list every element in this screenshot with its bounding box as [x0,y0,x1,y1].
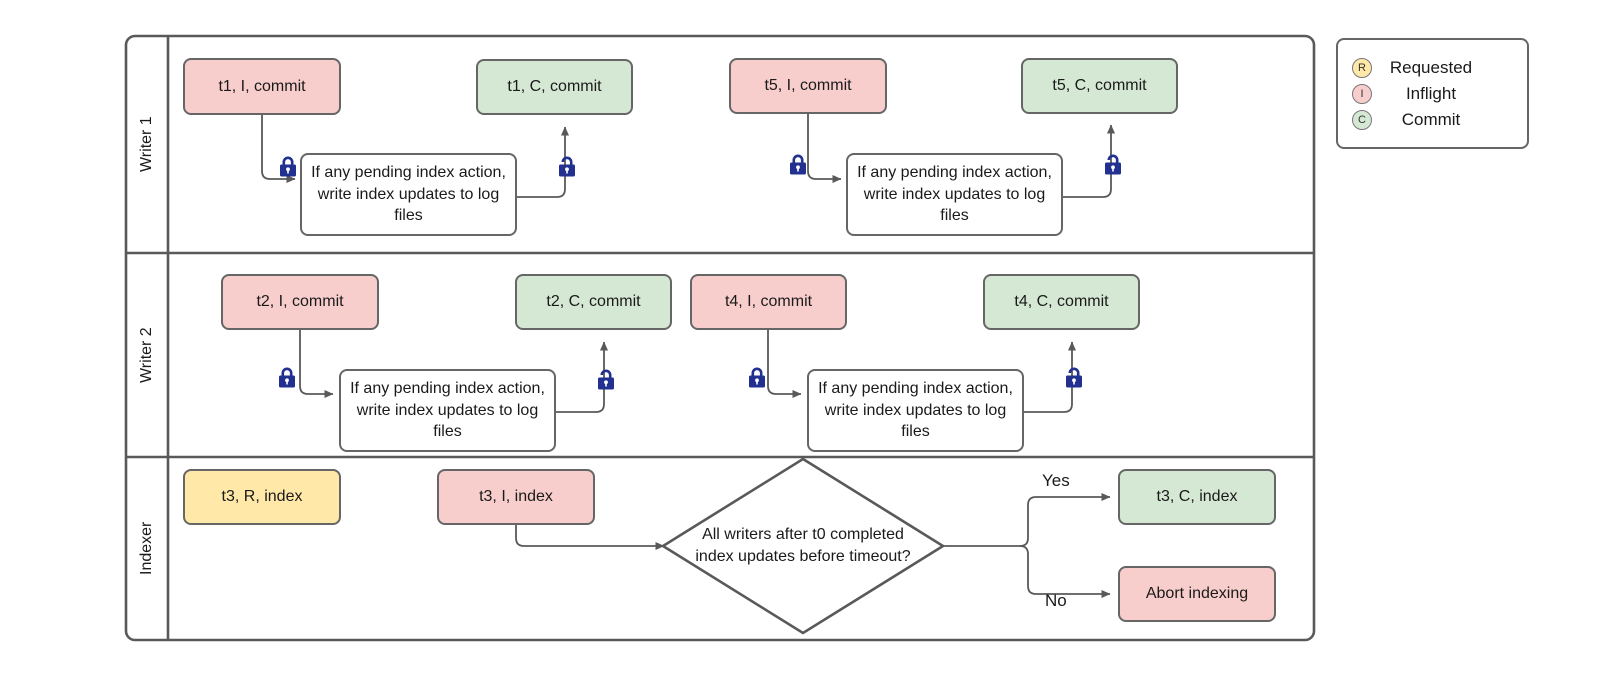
node-t5-inflight-commit[interactable]: t5, I, commit [729,58,887,114]
legend-item-inflight[interactable]: I Inflight [1352,81,1490,107]
lock-closed-icon [280,156,296,177]
legend-label: Commit [1401,110,1461,129]
legend-code: I [1360,87,1364,100]
edge-label-no: No [1045,591,1067,611]
node-label: t5, C, commit [1052,77,1147,95]
node-t5-commit-commit[interactable]: t5, C, commit [1021,58,1178,114]
node-abort-indexing[interactable]: Abort indexing [1118,566,1276,622]
node-t3-inflight-index[interactable]: t3, I, index [437,469,595,525]
lock-open-icon [1105,154,1121,175]
node-label: If any pending index action, write index… [311,164,506,225]
node-t1-commit-commit[interactable]: t1, C, commit [476,59,633,115]
node-label: t3, I, index [479,488,553,506]
writer2-edges-b [767,330,1076,413]
swimlane-frame [124,34,1316,642]
node-label: If any pending index action, write index… [857,164,1052,225]
legend-label: Requested [1389,58,1473,77]
node-label: t2, I, commit [256,293,344,311]
writer1-edges-b [807,113,1115,198]
lane-label-text: Writer 1 [138,116,155,173]
node-label: t3, R, index [221,488,303,506]
node-label: t4, C, commit [1014,293,1109,311]
node-label: t3, C, index [1156,488,1238,506]
lane-label-text: Writer 2 [138,327,155,383]
decision-diamond-shape [660,457,946,635]
node-t2-commit-commit[interactable]: t2, C, commit [515,274,672,330]
status-commit-icon: C [1352,110,1372,130]
decision-label: All writers after t0 completed index upd… [695,525,911,565]
lock-open-icon [1066,367,1082,388]
node-label: If any pending index action, write index… [818,380,1013,441]
status-requested-icon: R [1352,58,1372,78]
legend-item-requested[interactable]: R Requested [1352,55,1490,81]
node-writer2-index-flush-a[interactable]: If any pending index action, write index… [339,369,556,452]
writer1-edges-a [261,115,569,198]
lane-label-text: Indexer [138,521,155,576]
lane-label-writer-2: Writer 2 [126,253,168,457]
lock-closed-icon [790,154,806,175]
edge-label-text: Yes [1042,471,1070,490]
node-t3-commit-index[interactable]: t3, C, index [1118,469,1276,525]
legend-item-commit[interactable]: C Commit [1352,107,1490,133]
node-label: Abort indexing [1145,585,1249,603]
node-t2-inflight-commit[interactable]: t2, I, commit [221,274,379,330]
edge-label-text: No [1045,591,1067,610]
edge-label-yes: Yes [1042,471,1070,491]
lock-open-icon [598,369,614,390]
node-label: t2, C, commit [546,293,641,311]
lock-closed-icon [279,367,295,388]
node-writer1-index-flush-a[interactable]: If any pending index action, write index… [300,153,517,236]
node-writer1-index-flush-b[interactable]: If any pending index action, write index… [846,153,1063,236]
node-t3-requested-index[interactable]: t3, R, index [183,469,341,525]
node-label: t1, I, commit [218,77,306,95]
lane-label-indexer: Indexer [126,457,168,640]
lane-label-writer-1: Writer 1 [126,36,168,253]
writer2-edges-a [299,330,608,413]
node-t4-inflight-commit[interactable]: t4, I, commit [690,274,847,330]
node-t4-commit-commit[interactable]: t4, C, commit [983,274,1140,330]
status-inflight-icon: I [1352,84,1372,104]
node-writer2-index-flush-b[interactable]: If any pending index action, write index… [807,369,1024,452]
node-t1-inflight-commit[interactable]: t1, I, commit [183,58,341,115]
decision-label-wrapper[interactable]: All writers after t0 completed index upd… [688,505,918,587]
lock-open-icon [559,156,575,177]
legend-code: R [1358,61,1366,74]
node-label: t4, I, commit [724,293,813,311]
indexer-edges [515,493,1111,598]
lock-closed-icon [749,367,765,388]
node-label: t5, I, commit [764,77,852,95]
legend-code: C [1358,113,1366,126]
node-label: t1, C, commit [507,78,602,96]
legend-label: Inflight [1405,84,1457,103]
node-label: If any pending index action, write index… [350,380,545,441]
